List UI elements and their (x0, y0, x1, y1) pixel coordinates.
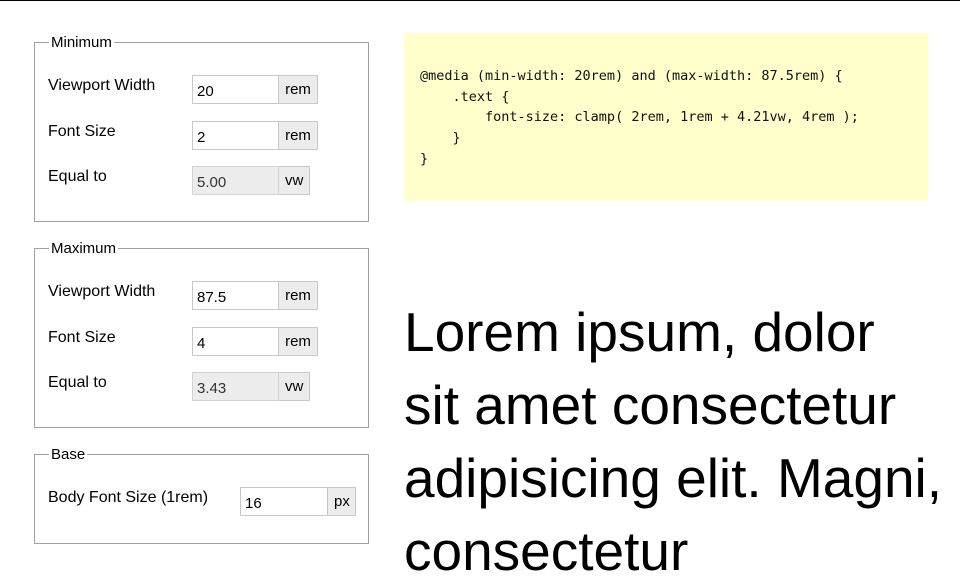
min-fontsize-unit: rem (279, 121, 318, 150)
minimum-group: Minimum Viewport Width rem Font Size rem… (34, 34, 369, 222)
min-equal-label: Equal to (48, 168, 107, 185)
min-viewport-unit: rem (279, 75, 318, 104)
maximum-group: Maximum Viewport Width rem Font Size rem… (34, 240, 369, 428)
min-fontsize-input[interactable] (192, 121, 279, 150)
code-line: } (420, 150, 429, 167)
min-equal-unit: vw (279, 166, 310, 195)
css-output-code: @media (min-width: 20rem) and (max-width… (404, 33, 928, 201)
base-legend: Base (49, 446, 88, 463)
min-fontsize-label: Font Size (48, 123, 116, 140)
max-equal-field: vw (192, 372, 310, 401)
code-line: font-size: clamp( 2rem, 1rem + 4.21vw, 4… (420, 109, 859, 126)
min-fontsize-field: rem (192, 121, 318, 150)
code-line: @media (min-width: 20rem) and (max-width… (420, 68, 843, 84)
max-viewport-input[interactable] (192, 281, 279, 310)
min-equal-output (192, 166, 279, 195)
body-fontsize-field: px (240, 487, 356, 516)
top-border (0, 0, 960, 1)
body-fontsize-input[interactable] (240, 487, 328, 516)
maximum-legend: Maximum (49, 240, 119, 257)
min-viewport-label: Viewport Width (48, 77, 156, 94)
max-fontsize-input[interactable] (192, 327, 279, 356)
body-fontsize-label: Body Font Size (1rem) (48, 489, 209, 506)
max-viewport-field: rem (192, 281, 318, 310)
max-fontsize-label: Font Size (48, 329, 116, 346)
body-fontsize-unit: px (328, 487, 356, 516)
min-viewport-input[interactable] (192, 75, 279, 104)
max-equal-output (192, 372, 279, 401)
max-viewport-label: Viewport Width (48, 283, 156, 300)
max-equal-unit: vw (279, 372, 310, 401)
code-line: .text { (420, 88, 510, 105)
base-group: Base Body Font Size (1rem) px (34, 446, 369, 544)
max-viewport-unit: rem (279, 281, 318, 310)
max-fontsize-field: rem (192, 327, 318, 356)
min-equal-field: vw (192, 166, 310, 195)
max-fontsize-unit: rem (279, 327, 318, 356)
preview-text: Lorem ipsum, dolor sit amet consectetur … (404, 301, 943, 582)
max-equal-label: Equal to (48, 374, 107, 391)
minimum-legend: Minimum (49, 34, 114, 51)
min-viewport-field: rem (192, 75, 318, 104)
code-line: } (420, 130, 461, 147)
